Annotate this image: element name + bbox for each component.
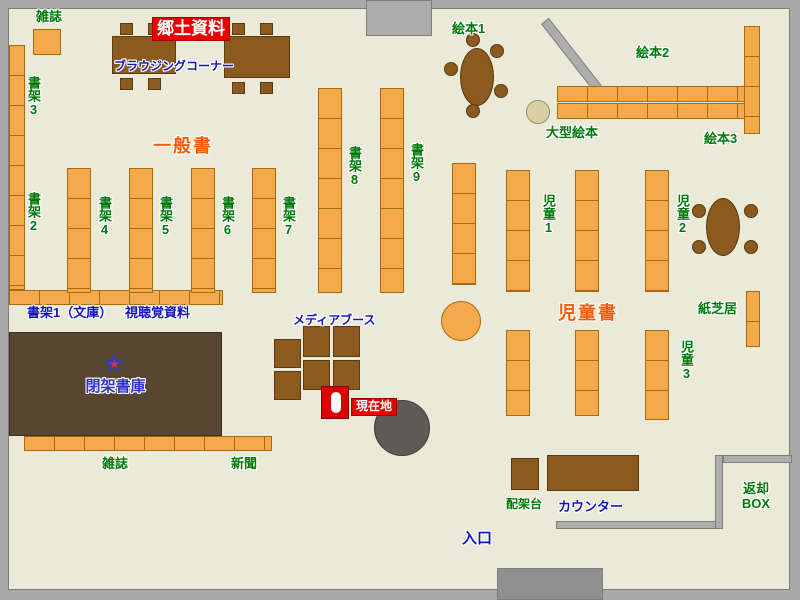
shelf-right-wall-mid [746, 291, 760, 347]
label-audio-visual: 視聴覚資料 [125, 305, 191, 320]
label-shelf5: 書架5 [157, 196, 173, 237]
shelf-children-low-1 [506, 330, 530, 416]
chair [232, 82, 245, 94]
label-current-location: 現在地 [351, 398, 398, 416]
booth-door-icon [331, 392, 341, 413]
label-children2: 児童2 [674, 194, 690, 235]
media-booth-unit [274, 371, 301, 400]
browsing-table-1 [112, 36, 176, 74]
label-shelving-stand: 配架台 [506, 497, 543, 511]
chair [466, 104, 480, 118]
shelf-5 [129, 168, 153, 293]
chair [148, 78, 161, 90]
label-shelf7: 書架7 [280, 196, 296, 237]
label-children1: 児童1 [540, 194, 556, 235]
counter-desk [547, 455, 639, 491]
shelf-magazines-top [33, 29, 61, 55]
label-children3: 児童3 [678, 340, 694, 381]
shelf-children-1 [506, 170, 530, 292]
label-return-box: 返却BOX [741, 481, 771, 511]
chair [444, 62, 458, 76]
shelf-9 [380, 88, 404, 293]
wall-entrance-horizontal [556, 521, 722, 529]
label-magazines-top: 雑誌 [36, 9, 63, 24]
shelf-center [452, 163, 476, 285]
label-kamishibai: 紙芝居 [698, 301, 738, 316]
label-shelf9: 書架9 [408, 143, 424, 184]
media-booth-unit [303, 360, 330, 390]
label-children-books: 児童書 [558, 303, 618, 323]
wall-top-pillar [366, 0, 432, 36]
chair [466, 33, 480, 47]
shelf-children-low-2 [575, 330, 599, 416]
shelf-topright-row2 [557, 103, 747, 119]
shelf-bottom-left [24, 436, 272, 451]
label-entrance: 入口 [462, 530, 493, 547]
label-picture-books2: 絵本2 [636, 45, 670, 60]
label-shelf8: 書架8 [346, 146, 362, 187]
label-shelf3: 書架3 [25, 76, 41, 117]
shelf-round [441, 301, 481, 341]
label-general-books: 一般書 [153, 136, 213, 156]
chair [494, 84, 508, 98]
star-icon: ★ ★ [102, 348, 126, 378]
current-location-booth [321, 386, 349, 419]
media-booth-unit [303, 326, 330, 357]
label-shelf4: 書架4 [96, 196, 112, 237]
chair [232, 23, 245, 35]
chair [120, 23, 133, 35]
chair [692, 204, 706, 218]
label-picture-books3: 絵本3 [704, 131, 738, 146]
label-counter: カウンター [558, 499, 624, 514]
chair [260, 23, 273, 35]
label-browsing-corner: ブラウジングコーナー [114, 59, 235, 73]
chair [120, 78, 133, 90]
chair [490, 44, 504, 58]
wall-returnbox-vertical [715, 455, 723, 529]
closed-stacks-room [9, 332, 222, 436]
label-large-picture-books: 大型絵本 [546, 125, 599, 140]
label-magazines-bottom: 雑誌 [102, 456, 129, 471]
label-picture-books1: 絵本1 [452, 21, 486, 36]
picture-book-table [460, 48, 494, 106]
shelf-6 [191, 168, 215, 293]
shelf-children-mid [575, 170, 599, 292]
shelf-topright-row1 [557, 86, 747, 102]
small-round-table [526, 100, 550, 124]
chair [260, 82, 273, 94]
shelf-4 [67, 168, 91, 293]
label-local-materials: 郷土資料 [152, 17, 230, 41]
shelving-stand-desk [511, 458, 539, 490]
chair [744, 204, 758, 218]
shelf-1-bunko [9, 290, 223, 305]
shelf-7 [252, 168, 276, 293]
browsing-table-2 [224, 36, 290, 78]
wall-bottom-block [497, 568, 603, 600]
media-booth-unit [333, 326, 360, 357]
label-newspapers: 新聞 [231, 456, 258, 471]
shelf-left-wall [9, 45, 25, 290]
shelf-8 [318, 88, 342, 293]
label-shelf2: 書架2 [25, 192, 41, 233]
shelf-right-wall-top [744, 26, 760, 134]
shelf-children-3 [645, 330, 669, 420]
shelf-children-2 [645, 170, 669, 292]
media-booth-unit [274, 339, 301, 368]
chair [692, 240, 706, 254]
label-shelf1-bunko: 書架1（文庫） [27, 305, 113, 320]
media-booth-unit [333, 360, 360, 390]
children-table [706, 198, 740, 256]
label-shelf6: 書架6 [219, 196, 235, 237]
label-closed-stacks: 閉架書庫 [85, 378, 146, 395]
wall-returnbox-horizontal [723, 455, 792, 463]
label-media-booth: メディアブース [293, 313, 376, 327]
chair [744, 240, 758, 254]
